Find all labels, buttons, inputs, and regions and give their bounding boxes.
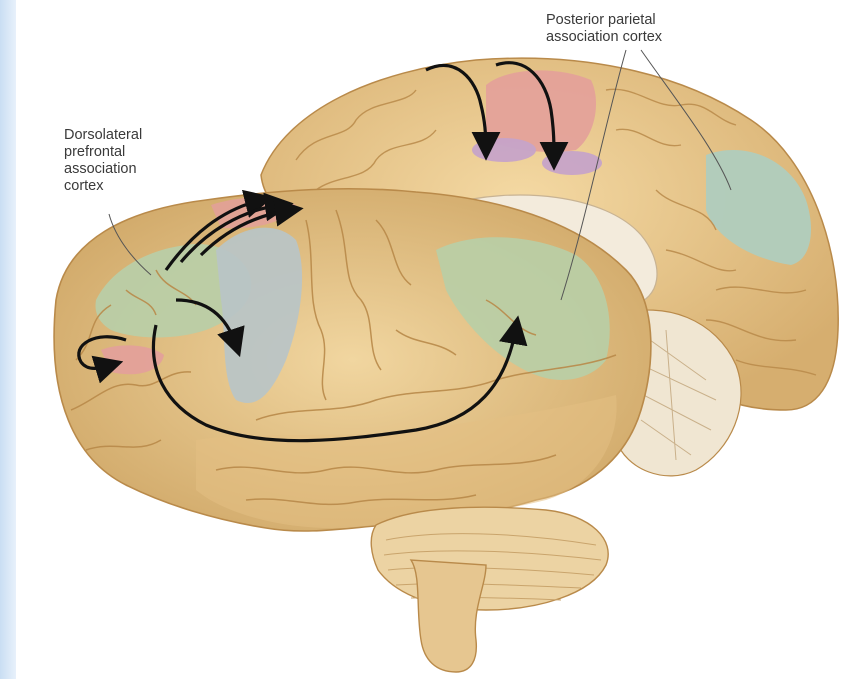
label-posterior-parietal: Posterior parietal association cortex	[546, 12, 662, 46]
cerebellum	[371, 507, 608, 610]
figure-frame: Posterior parietal association cortex Do…	[16, 0, 848, 679]
brain-illustration	[16, 0, 848, 679]
label-dorsolateral-prefrontal: Dorsolateral prefrontal association cort…	[64, 127, 142, 195]
frame-border	[0, 0, 16, 679]
brainstem	[411, 560, 486, 672]
lateral-hemisphere	[54, 189, 651, 531]
